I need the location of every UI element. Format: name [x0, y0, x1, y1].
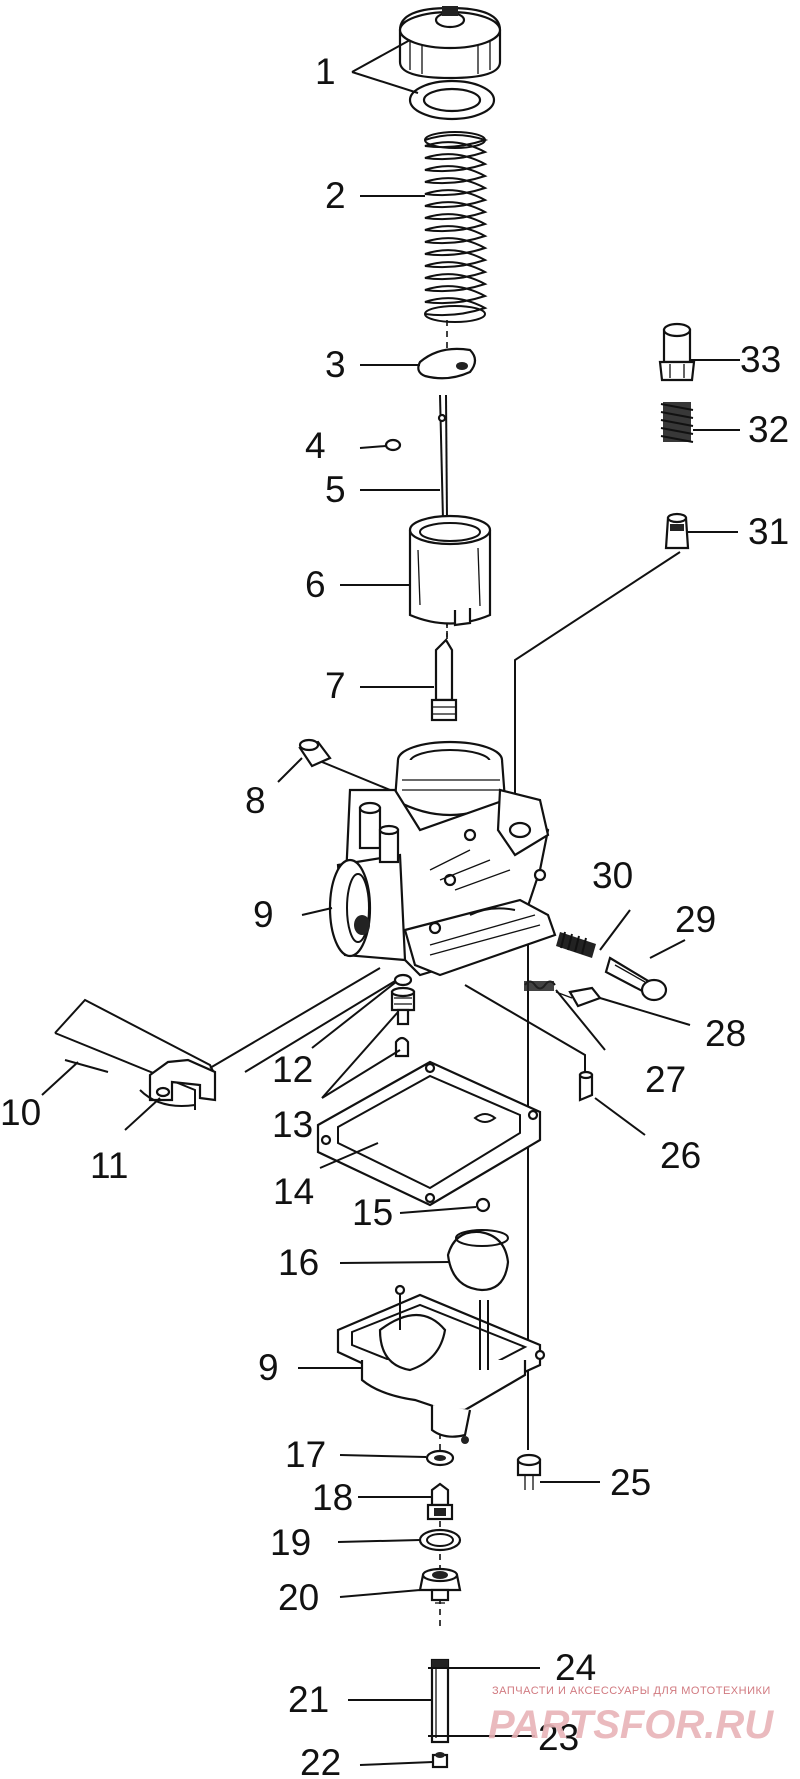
callout-25: 25	[610, 1462, 651, 1503]
callout-1: 1	[315, 51, 336, 92]
callout-9-bowl: 9	[258, 1347, 279, 1388]
part-1-top-cap	[398, 6, 502, 121]
callout-21: 21	[288, 1679, 329, 1720]
part-18-main-jet	[426, 1482, 454, 1521]
callout-18: 18	[312, 1477, 353, 1518]
watermark-brand: PARTSFOR.RU	[488, 1703, 774, 1747]
part-27-spring	[524, 980, 556, 991]
callout-31: 31	[748, 511, 789, 552]
callout-11: 11	[90, 1145, 128, 1186]
part-3-retainer-plate	[417, 347, 477, 380]
callout-6: 6	[305, 564, 326, 605]
callout-27: 27	[645, 1059, 686, 1100]
leader-lines	[41, 39, 740, 1766]
assembly-axis-lines	[321, 320, 681, 1630]
callout-13: 13	[272, 1104, 313, 1145]
part-13-pilot-jet	[390, 986, 416, 1058]
part-12-washer	[393, 973, 413, 987]
part-9-float-bowl	[336, 1284, 546, 1444]
callout-15: 15	[352, 1192, 393, 1233]
callout-5: 5	[325, 469, 346, 510]
part-26-vent-fitting	[578, 1070, 594, 1102]
part-2-spring	[424, 131, 489, 323]
part-25-bowl-screw	[516, 1453, 542, 1490]
part-4-e-clip	[384, 438, 402, 452]
callout-28: 28	[705, 1013, 746, 1054]
watermark-tagline: ЗАПЧАСТИ И АКСЕССУАРЫ ДЛЯ МОТОТЕХНИКИ	[492, 1685, 771, 1697]
part-14-bowl-gasket	[316, 1060, 542, 1207]
callout-12: 12	[272, 1049, 313, 1090]
part-29-throttle-stop-screw	[604, 956, 668, 1002]
callout-7: 7	[325, 665, 346, 706]
callout-numbers: 1 2 3 4 5 6 7 8 9 9 10 11 12 13 14 15 16…	[0, 51, 789, 1779]
part-8-plug	[298, 738, 332, 768]
callout-4: 4	[305, 425, 326, 466]
callout-26: 26	[660, 1135, 701, 1176]
part-16-float	[446, 1229, 510, 1292]
callout-23: 23	[538, 1717, 579, 1758]
callout-29: 29	[675, 899, 716, 940]
callout-33: 33	[740, 339, 781, 380]
callout-2: 2	[325, 175, 346, 216]
part-31-fitting	[664, 512, 690, 550]
callout-3: 3	[325, 344, 346, 385]
part-10-fuel-hose	[54, 967, 406, 1110]
part-11-hose-clamp	[139, 1058, 217, 1107]
callout-22: 22	[300, 1742, 341, 1779]
part-19-o-ring	[418, 1528, 462, 1552]
part-6-throttle-slide	[408, 514, 492, 627]
callout-10: 10	[0, 1092, 41, 1133]
part-7-needle-jet	[430, 638, 458, 722]
part-32-spring	[660, 402, 694, 443]
callout-32: 32	[748, 409, 789, 450]
watermark: ЗАПЧАСТИ И АКСЕССУАРЫ ДЛЯ МОТОТЕХНИКИ PA…	[488, 1685, 774, 1747]
part-9-carburetor-body	[328, 740, 557, 977]
part-30-spring	[556, 931, 596, 958]
callout-30: 30	[592, 855, 633, 896]
part-22-cap-nut	[431, 1752, 449, 1769]
callout-17: 17	[285, 1434, 326, 1475]
callout-20: 20	[278, 1577, 319, 1618]
callout-9-body: 9	[253, 894, 274, 935]
part-17-washer	[425, 1449, 455, 1467]
callout-14: 14	[273, 1171, 314, 1212]
part-15-float-pin	[475, 1197, 491, 1213]
callout-8: 8	[245, 780, 266, 821]
part-20-drain-plug	[418, 1567, 462, 1604]
callout-24: 24	[555, 1647, 596, 1688]
part-5-jet-needle	[437, 394, 448, 521]
part-21-plunger	[430, 1658, 450, 1744]
part-33-adjuster	[658, 322, 696, 382]
callout-19: 19	[270, 1522, 311, 1563]
callout-16: 16	[278, 1242, 319, 1283]
